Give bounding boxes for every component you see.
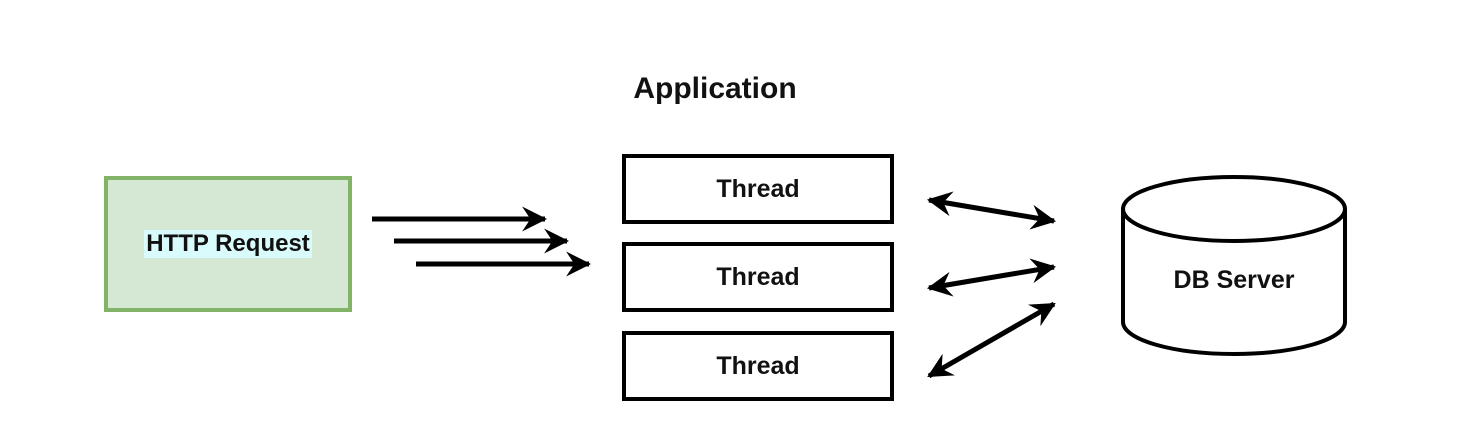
db-server-label: DB Server bbox=[1173, 266, 1295, 294]
db-cylinder-icon bbox=[1121, 175, 1347, 356]
http-request-box: HTTP Request bbox=[104, 176, 352, 312]
thread-box-2: Thread bbox=[622, 242, 894, 312]
thread-box-3: Thread bbox=[622, 331, 894, 401]
application-title: Application bbox=[633, 72, 797, 105]
thread-box-1: Thread bbox=[622, 154, 894, 224]
thread-db-arrow-1 bbox=[926, 191, 1057, 230]
thread-db-arrow-2 bbox=[926, 258, 1057, 297]
http-request-label: HTTP Request bbox=[144, 230, 312, 258]
thread-db-arrow-3 bbox=[927, 301, 1056, 379]
